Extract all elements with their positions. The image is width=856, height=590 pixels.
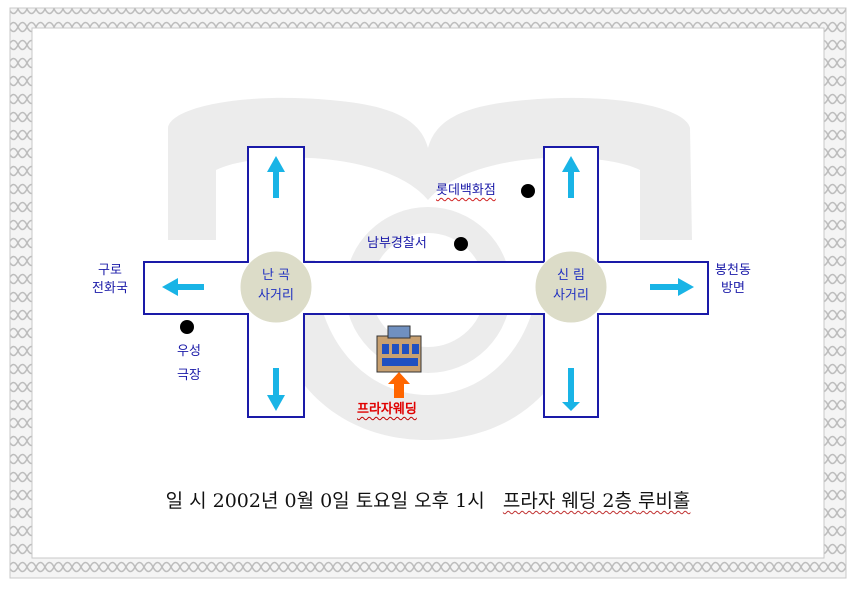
guro-label-line2: 전화국 [92,281,128,296]
lotte-marker [521,184,535,198]
arrow-down-left [267,368,285,411]
sillim-label-line2: 사거리 [553,288,589,303]
police-marker [454,237,468,251]
footer-where: 프라자 웨딩 2층 루비홀 [503,490,691,512]
building-icon [376,325,422,373]
sillim-label-line1: 신 림 [556,268,586,283]
nangok-label-line1: 난 곡 [261,268,291,283]
bongcheon-label-line2: 방면 [721,281,745,296]
sillim-intersection [534,250,608,324]
guro-label-line1: 구로 [98,263,122,278]
decorative-border [9,7,847,579]
lotte-label: 롯데백화점 [436,183,496,198]
arrow-up-left [267,156,285,198]
direction-arrows [162,156,694,411]
road-network-outline [143,146,709,418]
arrow-down-right [562,368,580,411]
bongcheon-label: 봉천동 방면 [710,262,756,298]
sillim-label: 신 림 사거리 [535,266,607,306]
nangok-intersection [239,250,313,324]
arrow-west [162,278,204,296]
woosung-marker [180,320,194,334]
guro-label: 구로 전화국 [80,262,140,298]
roads [143,146,709,418]
footer-where-hall: 루비홀 [637,490,691,512]
footer-info: 일 시 2002년 0월 0일 토요일 오후 1시 프라자 웨딩 2층 루비홀 [0,486,856,513]
arrow-east [650,278,694,296]
bongcheon-label-line1: 봉천동 [715,263,751,278]
woosung-label-line1: 우성 [177,344,201,359]
woosung-label-line2: 극장 [177,368,201,383]
footer-when: 일 시 2002년 0월 0일 토요일 오후 1시 [165,490,485,512]
arrow-up-right [562,156,580,198]
footer-where-pre: 프라자 웨딩 2층 [502,490,638,512]
venue-label: 프라자웨딩 [357,402,417,417]
police-label: 남부경찰서 [367,236,427,251]
nangok-label: 난 곡 사거리 [240,266,312,306]
footer-spacer [485,490,503,512]
nangok-label-line2: 사거리 [258,288,294,303]
woosung-label: 우성 극장 [166,343,212,385]
venue-arrow-icon [388,372,410,398]
